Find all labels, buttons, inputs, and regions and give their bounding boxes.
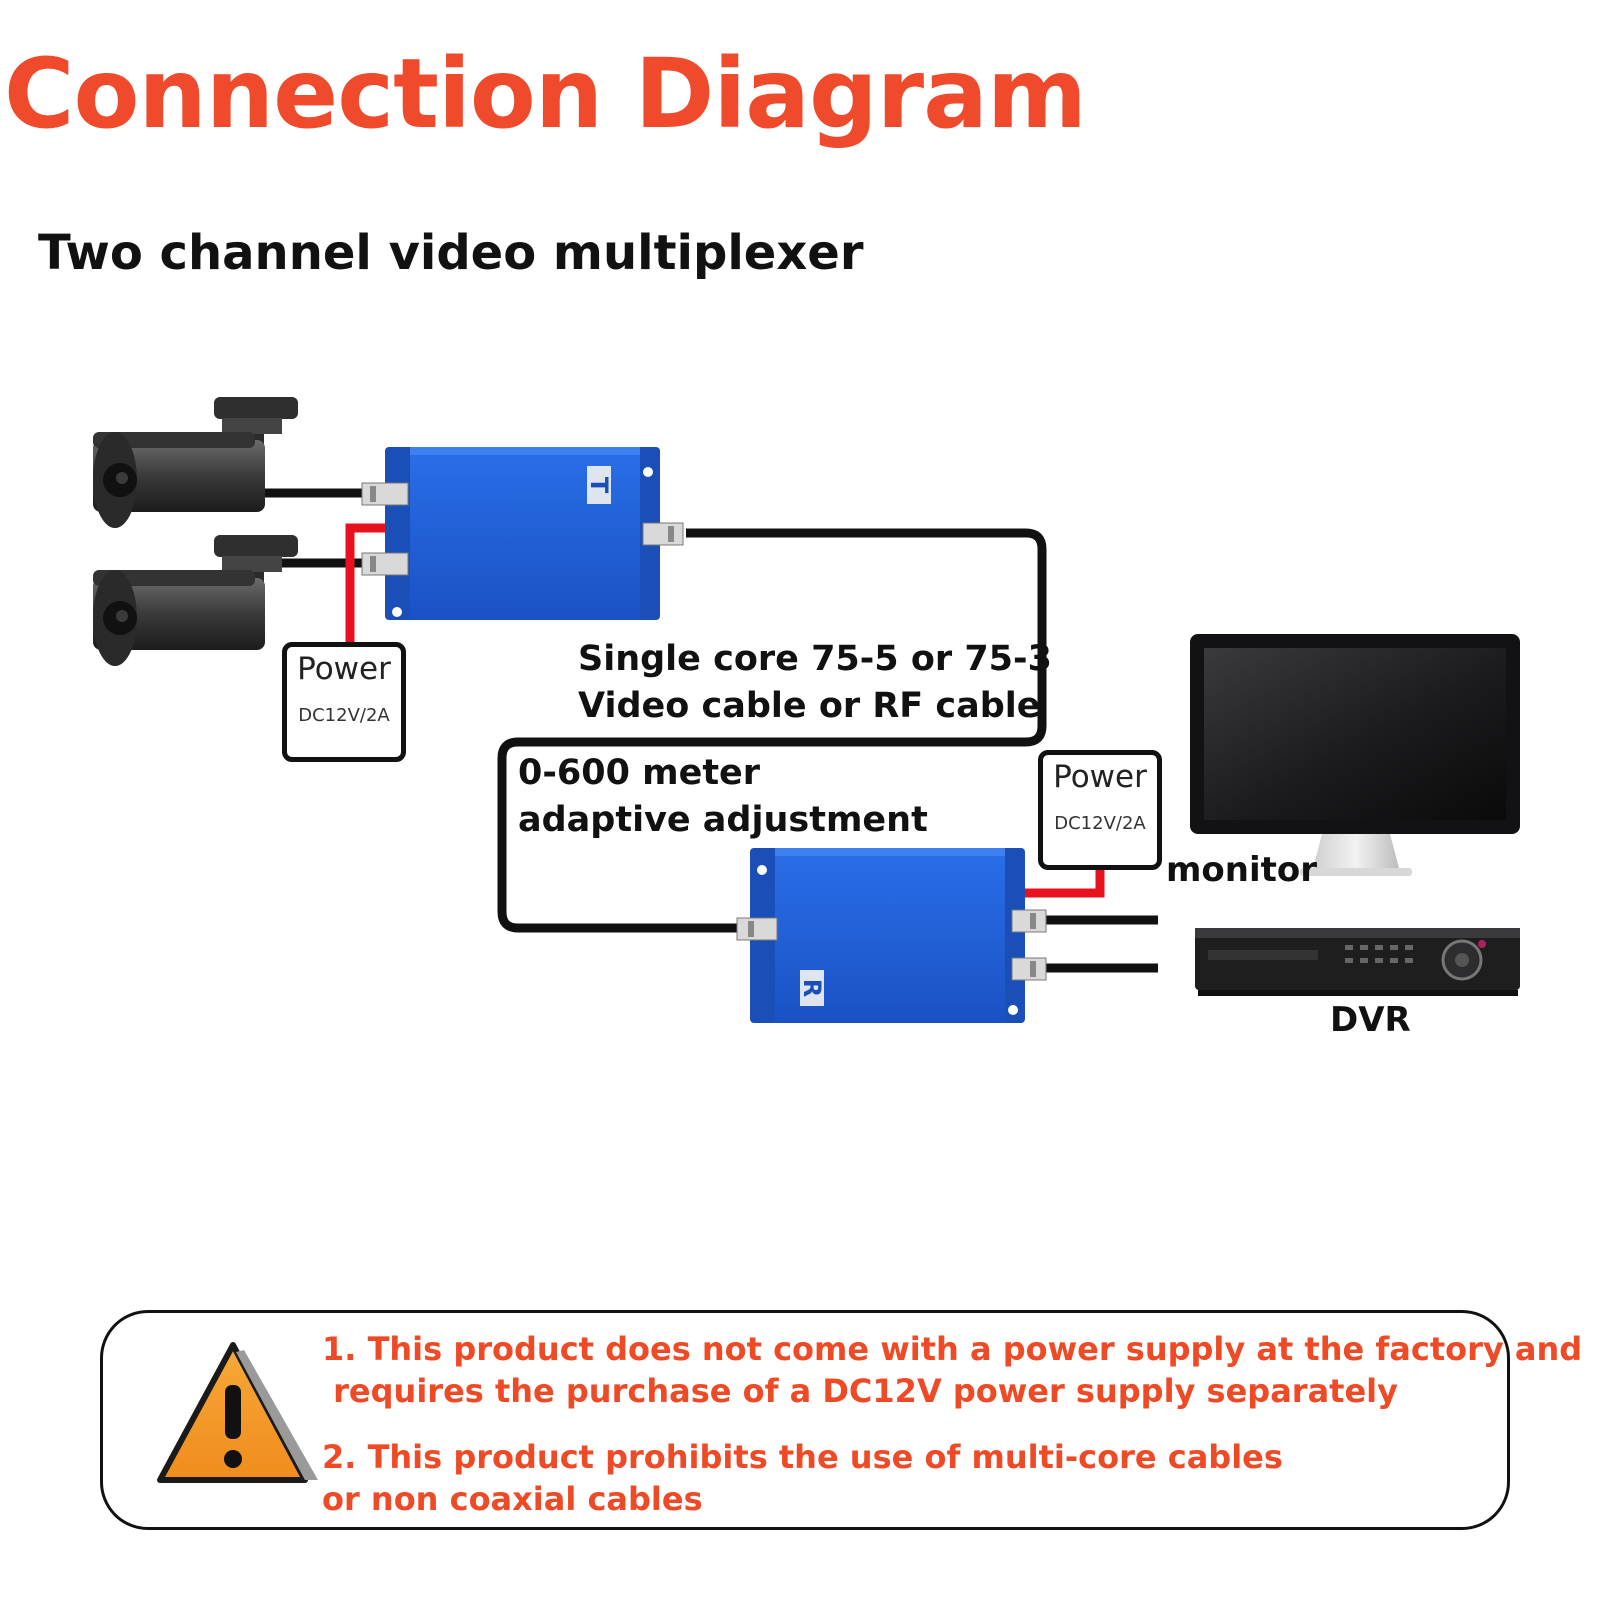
monitor-label: monitor xyxy=(1166,850,1318,890)
distance-line-1: 0-600 meter xyxy=(518,753,761,793)
power-supply-right: Power DC12V/2A xyxy=(1038,750,1162,870)
coax-cable xyxy=(497,528,1047,933)
warning-triangle-icon xyxy=(157,1342,318,1483)
dvr-device xyxy=(1195,928,1520,996)
cable-spec-label: Single core 75-5 or 75-3 Video cable or … xyxy=(578,636,1052,730)
warning-item-2-line-2: or non coaxial cables xyxy=(322,1480,703,1518)
camera-2 xyxy=(93,535,298,666)
warning-item-2: 2. This product prohibits the use of mul… xyxy=(322,1436,1283,1520)
page-title: Connection Diagram xyxy=(4,38,1087,150)
cable-spec-line-2: Video cable or RF cable xyxy=(578,686,1041,726)
receiver-badge: R xyxy=(798,979,826,997)
power-spec: DC12V/2A xyxy=(298,705,390,726)
power-supply-left: Power DC12V/2A xyxy=(282,642,406,762)
power-label: Power xyxy=(297,651,391,687)
warning-item-1-line-1: 1. This product does not come with a pow… xyxy=(322,1330,1583,1368)
distance-line-2: adaptive adjustment xyxy=(518,800,928,840)
distance-label: 0-600 meter adaptive adjustment xyxy=(518,750,928,844)
warning-item-2-line-1: 2. This product prohibits the use of mul… xyxy=(322,1438,1283,1476)
camera-1 xyxy=(93,397,298,528)
power-wire-right xyxy=(1020,870,1105,898)
transmitter-unit xyxy=(361,447,684,620)
cable-spec-line-1: Single core 75-5 or 75-3 xyxy=(578,639,1052,679)
receiver-unit xyxy=(736,848,1047,1023)
dvr-label: DVR xyxy=(1330,1000,1411,1040)
monitor-device xyxy=(1190,634,1520,876)
warning-box xyxy=(100,1310,1510,1530)
diagram-subtitle: Two channel video multiplexer xyxy=(38,225,864,281)
warning-item-1-line-2: requires the purchase of a DC12V power s… xyxy=(322,1372,1398,1410)
transmitter-badge: T xyxy=(585,477,613,494)
power-spec: DC12V/2A xyxy=(1054,813,1146,834)
power-label: Power xyxy=(1053,759,1147,795)
warning-item-1: 1. This product does not come with a pow… xyxy=(322,1328,1582,1412)
